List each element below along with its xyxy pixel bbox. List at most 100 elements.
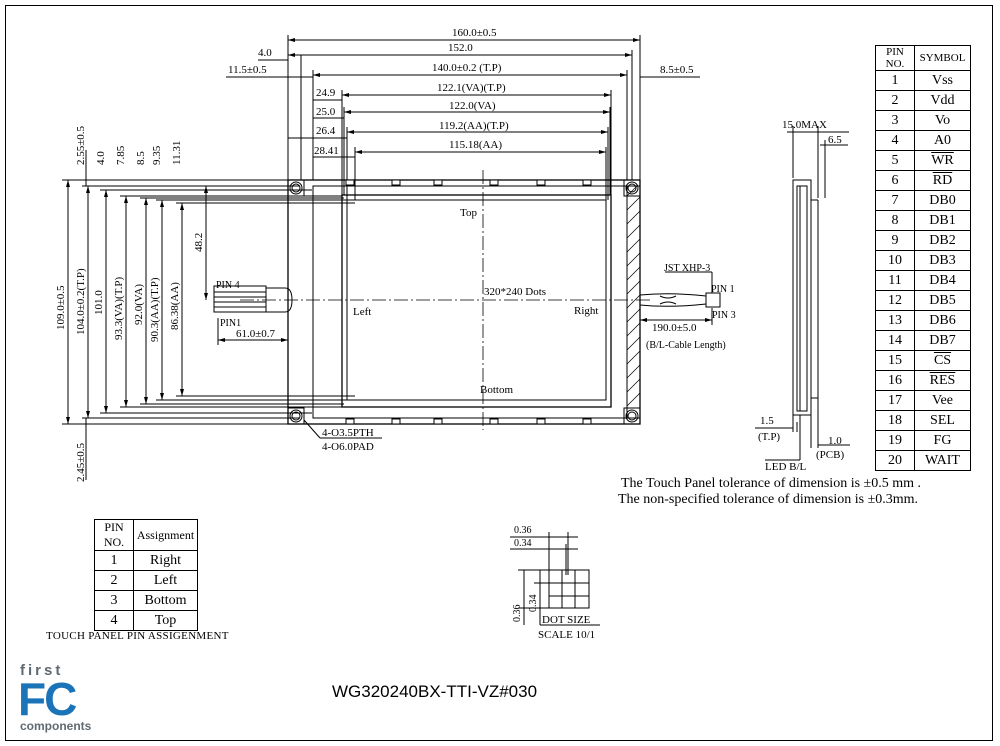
- tp-pin-assignment: Right: [133, 550, 198, 571]
- pin-symbol: DB3: [914, 250, 971, 271]
- tp-pin-number: 1: [94, 550, 134, 571]
- dim-pcb-width: 152.0: [448, 42, 473, 54]
- label-right: Right: [574, 305, 598, 317]
- label-pin3-right: PIN 3: [712, 310, 736, 321]
- company-logo: first FC components: [18, 662, 110, 734]
- dim-aa-offset: 28.41: [314, 145, 339, 157]
- label-pin1-left: PIN1: [220, 318, 241, 329]
- pin-symbol: DB7: [914, 330, 971, 351]
- dim-top-offset-5: 9.35: [151, 145, 163, 165]
- pin-symbol: DB2: [914, 230, 971, 251]
- side-offset: 6.5: [828, 134, 842, 146]
- tp-assignment-header: Assignment: [133, 519, 198, 551]
- dim-connector-offset: 48.2: [193, 233, 205, 252]
- mounting-holes: [287, 179, 641, 425]
- tolerance-note-1: The Touch Panel tolerance of dimension i…: [621, 476, 921, 491]
- tp-pin-assignment: Top: [133, 610, 198, 631]
- pin-symbol: DB4: [914, 270, 971, 291]
- drawing-frame: [5, 5, 993, 741]
- tp-pin-number: 4: [94, 610, 134, 631]
- pin-number: 5: [875, 150, 915, 171]
- dim-top-offset-1: 2.55±0.5: [75, 125, 87, 165]
- pin-symbol: A0: [914, 130, 971, 151]
- dot-scale-caption: SCALE 10/1: [538, 629, 595, 641]
- dot-pitch: 0.36: [514, 525, 532, 536]
- dot-size-caption: DOT SIZE: [542, 614, 591, 626]
- dim-top-offset-3: 7.85: [115, 145, 127, 165]
- label-bottom: Bottom: [480, 384, 513, 396]
- pin-number: 20: [875, 450, 915, 471]
- dot-width: 0.34: [514, 538, 532, 549]
- pin-number: 6: [875, 170, 915, 191]
- dim-aa-height: 86.38(AA): [169, 282, 181, 330]
- dim-aa-tp-offset: 26.4: [316, 125, 336, 137]
- dim-left-edge-offset: 11.5±0.5: [228, 64, 267, 76]
- pin-number: 11: [875, 270, 915, 291]
- dim-tp-height: 104.0±0.2(T.P): [75, 268, 87, 335]
- side-pcb-thickness: 1.0: [828, 435, 842, 447]
- pin-number: 2: [875, 90, 915, 111]
- pin-symbol: DB1: [914, 210, 971, 231]
- touch-panel-caption: TOUCH PANEL PIN ASSIGENMENT: [46, 630, 229, 642]
- label-pin4: PIN 4: [216, 280, 240, 291]
- pin-symbol: DB5: [914, 290, 971, 311]
- model-number: WG320240BX-TTI-VZ#030: [332, 682, 538, 701]
- pin-number: 16: [875, 370, 915, 391]
- dim-va-tp-width: 122.1(VA)(T.P): [437, 82, 506, 94]
- pin-symbol: WAIT: [914, 450, 971, 471]
- dim-tp-width: 140.0±0.2 (T.P): [432, 62, 502, 74]
- label-pin1-right: PIN 1: [711, 284, 735, 295]
- dim-va-height: 92.0(VA): [133, 284, 145, 325]
- pin-symbol: RD: [914, 170, 971, 191]
- dim-aa-tp-height: 90.3(AA)(T.P): [149, 277, 161, 342]
- dim-overall-height: 109.0±0.5: [55, 285, 67, 330]
- label-cable-length: 190.0±5.0: [652, 322, 697, 334]
- side-tp-thickness: 1.5: [760, 415, 774, 427]
- dim-va-tp-offset: 24.9: [316, 87, 336, 99]
- label-holes-pth: 4-O3.5PTH: [322, 427, 374, 439]
- dot-v-pitch: 0.36: [512, 605, 523, 623]
- pin-symbol: WR: [914, 150, 971, 171]
- pin-number: 9: [875, 230, 915, 251]
- pin-number: 10: [875, 250, 915, 271]
- tolerance-note-2: The non-specified tolerance of dimension…: [618, 492, 919, 507]
- pin-symbol: Vss: [914, 70, 971, 91]
- pin-symbol: RES: [914, 370, 971, 391]
- dim-pcb-height: 101.0: [93, 290, 105, 315]
- pin-number: 4: [875, 130, 915, 151]
- pin-number: 8: [875, 210, 915, 231]
- pin-no-header: PIN NO.: [875, 45, 915, 71]
- dim-left-hole-offset: 4.0: [258, 47, 272, 59]
- tp-pin-assignment: Left: [133, 570, 198, 591]
- pin-symbol: DB0: [914, 190, 971, 211]
- tp-pin-number: 3: [94, 590, 134, 611]
- side-max-thickness: 15.0MAX: [782, 119, 827, 131]
- pin-number: 18: [875, 410, 915, 431]
- label-holes-pad: 4-O6.0PAD: [322, 441, 374, 453]
- dim-va-tp-height: 93.3(VA)(T.P): [113, 277, 125, 340]
- pin-number: 17: [875, 390, 915, 411]
- label-connector: JST XHP-3: [664, 263, 710, 274]
- pin-number: 15: [875, 350, 915, 371]
- tp-pin-assignment: Bottom: [133, 590, 198, 611]
- logo-first-text: first: [20, 662, 64, 679]
- pin-symbol: DB6: [914, 310, 971, 331]
- dim-pin-offset: 61.0±0.7: [236, 328, 276, 340]
